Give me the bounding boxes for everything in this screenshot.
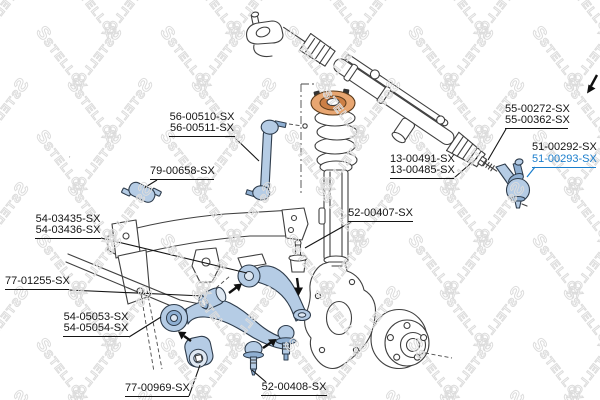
direction-arrow	[262, 339, 277, 349]
part-label-56-00510-sx[interactable]: 56-00510-SX 56-00511-SX	[169, 112, 235, 137]
direction-arrow	[294, 277, 303, 296]
part-label-55-00272-sx[interactable]: 55-00272-SX 55-00362-SX	[505, 103, 570, 129]
part-number: 54-05054-SX	[63, 322, 129, 334]
part-label-51-00292-sx[interactable]: 51-00292-SX	[532, 141, 597, 153]
part-number: 77-00969-SX	[125, 382, 190, 394]
part-label-51-00293-sx-highlighted[interactable]: 51-00293-SX	[532, 153, 597, 168]
tie-rod-end-left	[246, 11, 284, 58]
stabilizer-link	[245, 119, 308, 201]
steering-knuckle	[304, 261, 377, 370]
spring-seat-upper	[310, 88, 356, 116]
ball-joint-lower-52-00408	[243, 340, 264, 376]
part-label-52-00408-sx[interactable]: 52-00408-SX	[261, 382, 327, 396]
control-arm-bushing-77-01255	[198, 286, 227, 310]
part-label-79-00658-sx[interactable]: 79-00658-SX	[150, 165, 215, 180]
direction-arrow	[228, 283, 242, 294]
part-number: 52-00408-SX	[261, 381, 327, 393]
wheel-hub	[370, 308, 453, 370]
part-number: 52-00407-SX	[348, 207, 413, 219]
part-number: 55-00362-SX	[505, 114, 570, 126]
part-number: 79-00658-SX	[150, 165, 215, 177]
ball-joint-upper-52-00407	[288, 239, 308, 273]
lower-control-arm	[159, 299, 297, 361]
lower-arm-ball-joint	[275, 324, 297, 361]
part-number: 54-03435-SX	[35, 213, 101, 225]
part-number: 54-05053-SX	[63, 311, 129, 323]
inner-tie-rod	[477, 155, 498, 172]
part-number: 56-00511-SX	[169, 122, 234, 134]
part-number: 77-01255-SX	[5, 275, 70, 287]
part-number: 13-00491-SX	[390, 153, 455, 165]
part-number: 56-00510-SX	[169, 111, 235, 123]
part-number: 51-00292-SX	[532, 141, 597, 153]
stabilizer-bar	[69, 154, 254, 210]
direction-arrow	[178, 331, 192, 342]
part-number: 54-03436-SX	[35, 224, 101, 236]
part-label-77-00969-sx[interactable]: 77-00969-SX	[125, 382, 190, 397]
tie-rod-end-right-highlighted	[495, 158, 531, 209]
part-label-52-00407-sx[interactable]: 52-00407-SX	[348, 208, 413, 222]
part-label-54-03435-sx[interactable]: 54-03435-SX 54-03436-SX	[35, 214, 101, 239]
control-arm-bushing-77-00969	[184, 335, 214, 368]
part-label-77-01255-sx[interactable]: 77-01255-SX	[5, 275, 70, 290]
part-label-13-00491-sx[interactable]: 13-00491-SX 13-00485-SX	[390, 153, 455, 179]
coil-spring	[314, 109, 358, 174]
strut-assembly	[300, 83, 358, 273]
leader-lines	[68, 128, 536, 397]
direction-arrow	[587, 74, 599, 94]
part-label-54-05053-sx[interactable]: 54-05053-SX 54-05054-SX	[63, 312, 129, 337]
strut-tube	[318, 169, 349, 265]
stabilizer-bushing-bracket	[121, 181, 162, 203]
part-number: 13-00485-SX	[390, 164, 455, 176]
upper-control-arm	[237, 264, 312, 322]
part-number: 55-00272-SX	[505, 103, 570, 115]
subframe	[65, 207, 309, 373]
part-number-highlighted: 51-00293-SX	[532, 153, 597, 165]
steering-rack	[283, 26, 498, 172]
